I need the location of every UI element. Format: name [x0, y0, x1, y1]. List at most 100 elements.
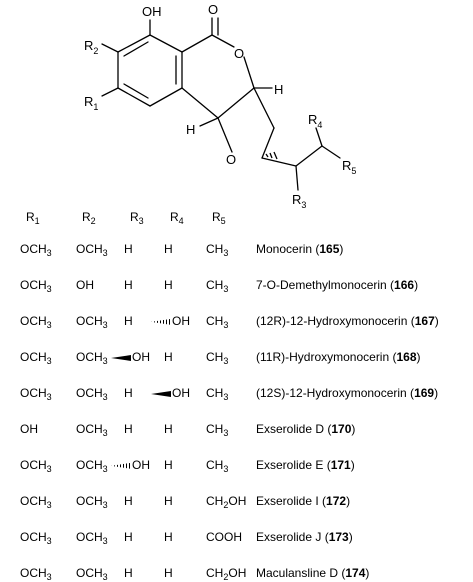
bond — [149, 34, 183, 53]
bond — [261, 157, 297, 167]
hash-bond — [273, 151, 278, 160]
cell-r5: COOH — [206, 530, 242, 544]
wedge-bond — [151, 390, 171, 397]
compound-name: 7-O-Demethylmonocerin (166) — [256, 278, 419, 292]
cell-r3: H — [124, 494, 133, 508]
cell-r1: OCH3 — [20, 242, 52, 258]
cell-r3: H — [124, 242, 133, 256]
cell-r5: CH3 — [206, 242, 229, 258]
compound-name: Maculansline D (174) — [256, 566, 370, 580]
bond — [117, 34, 151, 53]
bond — [321, 145, 341, 159]
label-carbonyl-o: O — [208, 2, 218, 17]
bond — [101, 43, 119, 53]
bond — [149, 87, 183, 107]
header-r2: R2 — [82, 210, 96, 226]
cell-r1: OH — [20, 422, 38, 436]
compound-name: Exserolide J (173) — [256, 530, 353, 544]
compound-name: Monocerin (165) — [256, 242, 344, 256]
bond — [315, 127, 323, 147]
bond — [295, 145, 323, 167]
cell-r2: OCH3 — [76, 314, 108, 330]
cell-r1: OCH3 — [20, 566, 52, 582]
cell-r3: OH — [110, 349, 150, 365]
bond — [181, 34, 213, 53]
cell-r2: OCH3 — [76, 458, 108, 474]
cell-r3: OH — [110, 457, 150, 473]
cell-r4: OH — [150, 313, 190, 329]
cell-r4: H — [164, 278, 173, 292]
cell-r5: CH3 — [206, 422, 229, 438]
monocerin-core-structure: OH O O O H H R2 R1 R3 R4 R5 — [84, 2, 356, 210]
compound-name: Exserolide E (171) — [256, 458, 355, 472]
bond — [123, 41, 149, 57]
label-h-top: H — [274, 82, 283, 97]
compound-name: Exserolide I (172) — [256, 494, 351, 508]
bond — [261, 127, 275, 159]
header-r3: R3 — [130, 210, 144, 226]
cell-r3: H — [124, 422, 133, 436]
compound-name: Exserolide D (170) — [256, 422, 356, 436]
header-r5: R5 — [212, 210, 226, 226]
hash-bond — [151, 318, 171, 325]
cell-r1: OCH3 — [20, 278, 52, 294]
cell-r4: H — [164, 458, 173, 472]
bond — [211, 34, 235, 48]
cell-r5: CH3 — [206, 350, 229, 366]
cell-r5: CH3 — [206, 386, 229, 402]
cell-r1: OCH3 — [20, 494, 52, 510]
bond — [253, 87, 275, 129]
cell-r3: H — [124, 530, 133, 544]
hash-bond — [265, 153, 269, 158]
cell-r2: OCH3 — [76, 494, 108, 510]
compound-name: (11R)-Hydroxymonocerin (168) — [256, 350, 421, 364]
label-ring-o: O — [234, 46, 244, 61]
cell-r1: OCH3 — [20, 458, 52, 474]
bond — [217, 87, 255, 119]
cell-r2: OCH3 — [76, 242, 108, 258]
bond — [243, 56, 255, 89]
hash-bond — [111, 462, 131, 469]
bond — [123, 83, 149, 99]
cell-r4: H — [164, 566, 173, 580]
label-r2: R2 — [84, 38, 98, 56]
cell-r2: OCH3 — [76, 530, 108, 546]
hash-bond — [269, 152, 273, 159]
label-furan-o: O — [226, 152, 236, 167]
cell-r4: H — [164, 350, 173, 364]
cell-r4: H — [164, 422, 173, 436]
cell-r2: OCH3 — [76, 566, 108, 582]
header-r1: R1 — [26, 210, 40, 226]
cell-r5: CH3 — [206, 278, 229, 294]
cell-r5: CH3 — [206, 458, 229, 474]
cell-r1: OCH3 — [20, 314, 52, 330]
cell-r4: H — [164, 242, 173, 256]
cell-r3: H — [124, 314, 133, 328]
compound-name: (12S)-12-Hydroxymonocerin (169) — [256, 386, 439, 400]
cell-r1: OCH3 — [20, 350, 52, 366]
bond — [217, 117, 233, 153]
cell-r5: CH2OH — [206, 494, 247, 510]
cell-r3: H — [124, 278, 133, 292]
label-r3: R3 — [292, 192, 306, 210]
cell-r2: OCH3 — [76, 386, 108, 402]
compound-name: (12R)-12-Hydroxymonocerin (167) — [256, 314, 439, 328]
cell-r2: OH — [76, 278, 94, 292]
header-r4: R4 — [170, 210, 184, 226]
cell-r3: H — [124, 386, 133, 400]
label-oh: OH — [142, 4, 162, 19]
bond — [295, 165, 299, 191]
bond — [117, 87, 151, 107]
label-h-left: H — [186, 122, 195, 137]
cell-r3: H — [124, 566, 133, 580]
wedge-bond — [111, 354, 131, 361]
bond — [199, 117, 219, 127]
cell-r5: CH3 — [206, 314, 229, 330]
label-r1: R1 — [84, 94, 98, 112]
cell-r2: OCH3 — [76, 350, 108, 366]
cell-r4: OH — [150, 385, 190, 401]
cell-r4: H — [164, 530, 173, 544]
cell-r4: H — [164, 494, 173, 508]
cell-r1: OCH3 — [20, 530, 52, 546]
cell-r2: OCH3 — [76, 422, 108, 438]
